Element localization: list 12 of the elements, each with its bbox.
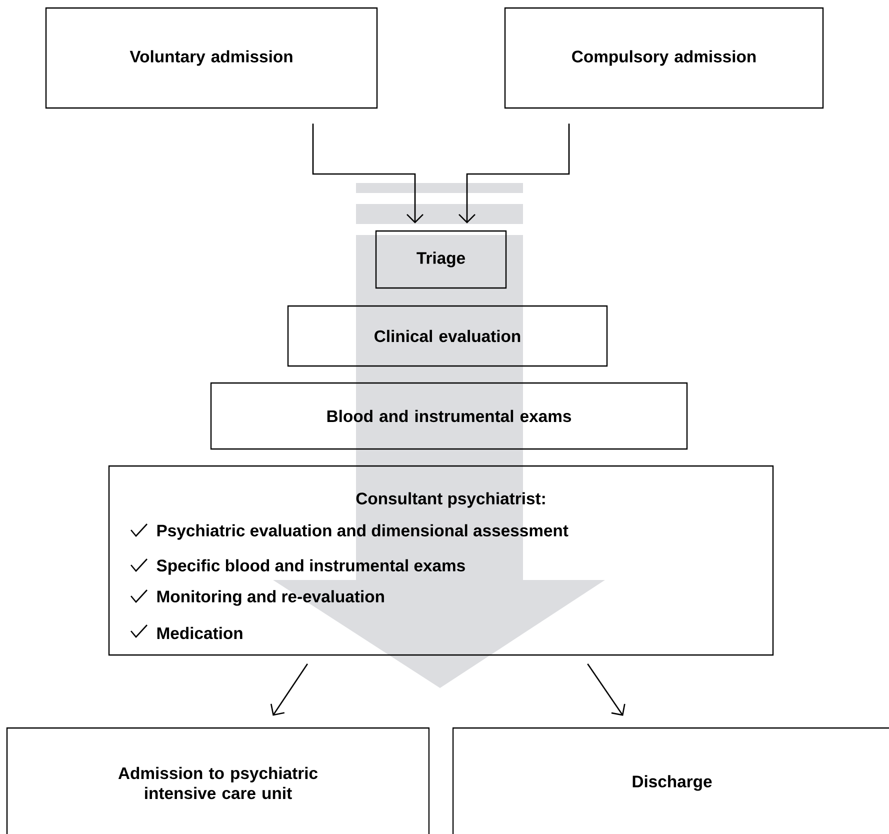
process-box: Clinical evaluation <box>287 305 608 367</box>
arrow <box>270 664 308 716</box>
process-box: Triage <box>375 230 507 289</box>
arrow <box>458 124 570 224</box>
process-box: Discharge <box>452 727 889 834</box>
list-box: Consultant psychiatrist: Psychiatric evaluation and dimensional assessment Specific blood and instrumental exams Monitoring and re-evaluation Medication <box>108 465 774 656</box>
process-box: Voluntary admission <box>45 7 378 109</box>
process-box: Blood and instrumental exams <box>210 382 688 450</box>
arrow <box>312 124 424 224</box>
process-box: Compulsory admission <box>504 7 824 109</box>
process-box: Admission to psychiatric intensive care unit <box>6 727 430 834</box>
arrow <box>587 663 626 716</box>
